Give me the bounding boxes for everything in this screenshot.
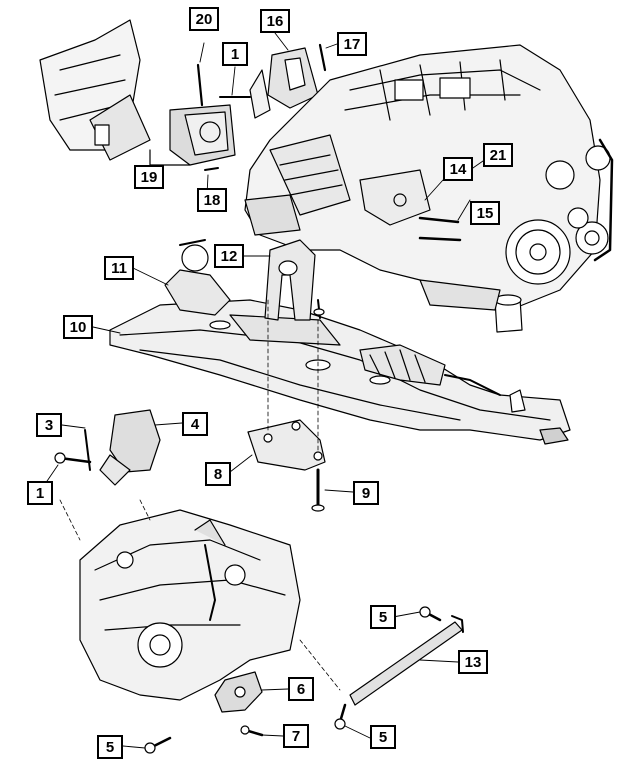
left-engine-mount [149,63,251,171]
callout-13[interactable]: 13 [458,650,488,674]
callout-15[interactable]: 15 [470,201,500,225]
callout-14[interactable]: 14 [443,157,473,181]
callout-5-right[interactable]: 5 [370,725,396,749]
transaxle [59,499,301,701]
callout-16[interactable]: 16 [260,9,290,33]
callout-10[interactable]: 10 [63,315,93,339]
callout-9[interactable]: 9 [353,481,379,505]
callout-12[interactable]: 12 [214,244,244,268]
lower-mount-bracket [144,671,264,754]
body-frame-panel [39,19,151,161]
front-mount-bracket [264,239,325,321]
transmission-mount [54,409,161,486]
steering-rack [164,239,501,396]
callout-5-upper[interactable]: 5 [370,605,396,629]
crossmember [109,299,571,445]
callout-11[interactable]: 11 [104,256,134,280]
callout-19[interactable]: 19 [134,165,164,189]
mount-plate [247,299,326,512]
callout-20[interactable]: 20 [189,7,219,31]
callout-8[interactable]: 8 [205,462,231,486]
callout-6[interactable]: 6 [288,677,314,701]
callout-7[interactable]: 7 [283,724,309,748]
callout-18[interactable]: 18 [197,188,227,212]
torque-strut [299,606,464,730]
callout-4[interactable]: 4 [182,412,208,436]
upper-engine-mount [249,43,327,119]
engine-block [244,44,614,333]
callout-5-left[interactable]: 5 [97,735,123,759]
callout-17[interactable]: 17 [337,32,367,56]
callout-1-left[interactable]: 1 [27,481,53,505]
callout-1-top[interactable]: 1 [222,42,248,66]
callout-3[interactable]: 3 [36,413,62,437]
callout-21[interactable]: 21 [483,143,513,167]
